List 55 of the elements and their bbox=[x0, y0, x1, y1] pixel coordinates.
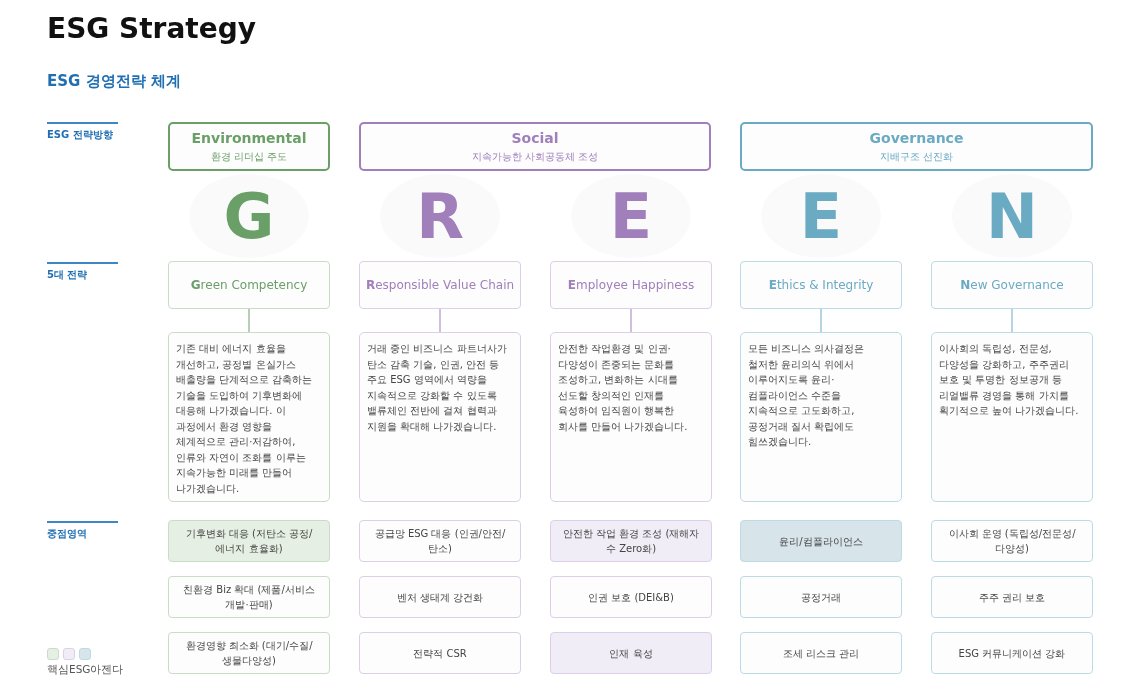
strategy-box: Ethics & Integrity bbox=[740, 261, 902, 309]
focus-area-box: 벤처 생태계 강건화 bbox=[359, 576, 521, 618]
focus-area-box: 인재 육성 bbox=[550, 632, 712, 674]
description-box: 모든 비즈니스 의사결정은 철저한 윤리의식 위에서 이루어지도록 윤리·컴플라이언스 수준을 지속적으로 고도화하고, 공정거래 질서 확립에도 힘쓰겠습니다. bbox=[740, 332, 902, 502]
category-box bbox=[740, 122, 1093, 171]
node-label: N bbox=[986, 179, 1038, 253]
description-box: 기존 대비 에너지 효율을 개선하고, 공정별 온실가스 배출량을 단계적으로 감축하는 기술을 도입하여 기후변화에 대응해 나가겠습니다. 이 과정에서 환경 영향을 체계적으로 관리·저감하여, 인류와 자연이 조화를 이루는 지속가능한 미래를 만들어 나가겠습니다. bbox=[168, 332, 330, 502]
category-box bbox=[168, 122, 330, 171]
strategy-box: Green Competency bbox=[168, 261, 330, 309]
category-heading: Environmental bbox=[191, 129, 307, 146]
description-box: 안전한 작업환경 및 인권·다양성이 존중되는 문화를 조성하고, 변화하는 시대를 선도할 창의적인 인재를 육성하여 임직원이 행복한 회사를 만들어 나가겠습니다. bbox=[550, 332, 712, 502]
strategy-box: Responsible Value Chain bbox=[359, 261, 521, 309]
letter-circle: E bbox=[761, 174, 881, 258]
focus-area-box: 윤리/컴플라이언스 bbox=[740, 520, 902, 562]
row-label: ESG 전략방향 bbox=[47, 128, 113, 142]
focus-area-box: 이사회 운영 (독립성/전문성/다양성) bbox=[931, 520, 1093, 562]
letter-circle: N bbox=[952, 174, 1072, 258]
connector-line bbox=[248, 308, 250, 333]
letter-circle: G bbox=[189, 174, 309, 258]
connector-line bbox=[820, 308, 822, 333]
focus-area-box: 친환경 Biz 확대 (제품/서비스 개발·판매) bbox=[168, 576, 330, 618]
node-label: G bbox=[223, 179, 275, 253]
node-label: E bbox=[799, 179, 843, 253]
category-heading: Social bbox=[511, 129, 559, 146]
description-box: 거래 중인 비즈니스 파트너사가 탄소 감축 기술, 인권, 안전 등 주요 ESG 영역에서 역량을 지속적으로 강화할 수 있도록 밸류체인 전반에 걸쳐 협력과 지원을 확대해 나가겠습니다. bbox=[359, 332, 521, 502]
category-subtitle: 지배구조 선진화 bbox=[879, 149, 954, 164]
focus-area-box: 안전한 작업 환경 조성 (재해자 수 Zero화) bbox=[550, 520, 712, 562]
category-box bbox=[359, 122, 711, 171]
focus-area-box: 조세 리스크 관리 bbox=[740, 632, 902, 674]
focus-area-box: 환경영향 최소화 (대기/수질/생물다양성) bbox=[168, 632, 330, 674]
focus-area-box: 전략적 CSR bbox=[359, 632, 521, 674]
focus-area-box: 공급망 ESG 대응 (인권/안전/탄소) bbox=[359, 520, 521, 562]
focus-area-box: ESG 커뮤니케이션 강화 bbox=[931, 632, 1093, 674]
category-subtitle: 지속가능한 사회공동체 조성 bbox=[471, 149, 599, 164]
legend-text: 핵심ESG아젠다 bbox=[47, 663, 124, 677]
strategy-box: New Governance bbox=[931, 261, 1093, 309]
focus-area-box: 기후변화 대응 (저탄소 공정/에너지 효율화) bbox=[168, 520, 330, 562]
letter-circle: E bbox=[571, 174, 691, 258]
description-box: 이사회의 독립성, 전문성, 다양성을 강화하고, 주주권리 보호 및 투명한 정보공개 등 리얼밸류 경영을 통해 가치를 획기적으로 높여 나가겠습니다. bbox=[931, 332, 1093, 502]
focus-area-box: 주주 권리 보호 bbox=[931, 576, 1093, 618]
connector-line bbox=[1011, 308, 1013, 333]
connector-line bbox=[439, 308, 441, 333]
category-subtitle: 환경 리더십 주도 bbox=[210, 149, 288, 164]
focus-area-box: 인권 보호 (DEI&B) bbox=[550, 576, 712, 618]
strategy-box: Employee Happiness bbox=[550, 261, 712, 309]
connector-line bbox=[630, 308, 632, 333]
node-label: R bbox=[416, 179, 464, 253]
row-label: 5대 전략 bbox=[47, 268, 88, 282]
focus-area-box: 공정거래 bbox=[740, 576, 902, 618]
section-heading: ESG 경영전략 체계 bbox=[47, 72, 181, 91]
category-heading: Governance bbox=[869, 129, 964, 146]
letter-circle: R bbox=[380, 174, 500, 258]
row-label: 중점영역 bbox=[47, 527, 87, 541]
node-label: E bbox=[609, 179, 653, 253]
page-title: ESG Strategy bbox=[47, 12, 256, 45]
